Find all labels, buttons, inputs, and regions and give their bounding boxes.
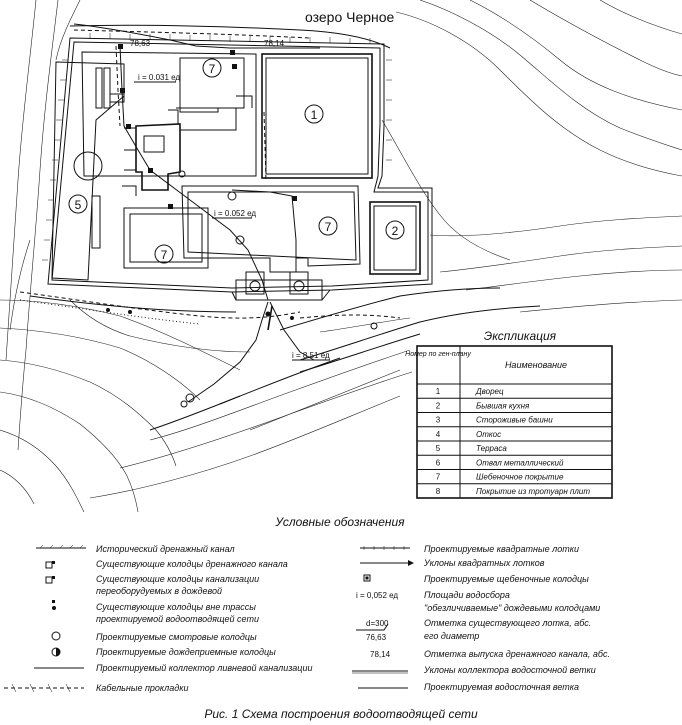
zone-1-palace: 1 [261,53,373,179]
legend-left-6: проектируемой водоотводящей сети [96,614,259,624]
zone-7-north: 7 [81,51,257,177]
south-gate [231,271,331,301]
legend-right-labels: Проектируемые квадратные лотки Уклоны кв… [423,544,610,692]
legend-slope-symbol: i = 0,052 ед [356,591,398,600]
explication-row-num: 1 [436,387,441,396]
legend-level-symbol: 78,14 [370,650,391,659]
legend-left-symbols [4,544,86,693]
zone-2-label: 2 [392,224,399,238]
lake-area: озеро Черное [69,9,395,49]
explication-row-name: Покрытие из тротуарн плит [476,487,590,496]
drainage-network [19,23,541,431]
legend-right-symbols: i = 0,052 ед d=300 76,63 78,14 [352,546,414,689]
legend-left-9: Проектируемый коллектор ливневой канализ… [96,663,312,673]
legend: Условные обозначения Исторический дренаж… [4,515,610,693]
explication-table: Экспликация 1 Дворец 2 Бывшая кухня 3 Сторожи… [405,329,613,499]
legend-pipe-bottom: 76,63 [366,633,387,642]
explication-header-num: Номер по ген-плану [405,351,471,358]
manhole-wells [106,44,378,408]
level-mark-1: 78,63 [130,39,151,48]
explication-row-num: 3 [436,416,441,425]
zone-2-kitchen: 2 [369,201,421,275]
legend-right-6: Отметка существующего лотка, абс. [424,618,591,628]
explication-row-num: 4 [436,430,441,439]
lake-label: озеро Черное [305,9,395,25]
explication-row-name: Стороживые башни [476,416,553,425]
explication-row-num: 8 [436,487,441,496]
legend-right-9: Уклоны коллектора водосточной ветки [423,665,596,675]
legend-left-labels: Исторический дренажный канал Существующи… [96,544,312,693]
zone-7-south-label: 7 [161,248,168,262]
legend-right-7: его диаметр [424,631,479,641]
slope-label-2: i = 0.052 ед [214,209,256,218]
explication-row-name: Откос [476,430,501,439]
explication-header-name: Наименование [505,360,567,370]
legend-right-1: Проектируемые квадратные лотки [424,544,579,554]
legend-right-10: Проектируемая водосточная ветка [424,682,579,692]
zone-7-north-label: 7 [209,62,216,76]
legend-left-1: Исторический дренажный канал [96,544,235,554]
zone-7-east: 7 [181,185,361,273]
slope-label-3: i = 8.51 ед [292,351,330,360]
explication-row-num: 2 [436,401,441,410]
legend-left-5: Существующие колодцы вне трассы [96,602,256,612]
legend-right-3: Проектируемые щебеночные колодцы [424,574,589,584]
site-boundary [42,33,433,293]
legend-left-10: Кабельные прокладки [96,683,189,693]
explication-row-name: Шебеночное покрытие [476,473,564,482]
legend-right-5: "обезличиваемые" дождевыми колодцами [424,603,600,613]
zone-5-label: 5 [75,198,82,212]
slope-label-1: i = 0.031 ед [138,73,180,82]
explication-row-name: Терраса [476,444,507,453]
legend-left-4: переоборудуемых в дождевой [96,586,222,596]
figure-caption: Рис. 1 Схема построения водоотводящей се… [204,707,478,721]
zone-5-terrace: 5 [51,61,125,281]
legend-pipe-top: d=300 [366,619,389,628]
legend-right-4: Площади водосбора [424,590,510,600]
central-building [124,95,253,191]
plan-annotations: i = 0.031 ед i = 0.052 ед i = 8.51 ед 78… [130,39,330,361]
explication-row-name: Отвал металлический [476,458,564,467]
legend-right-2: Уклоны квадратных лотков [423,558,545,568]
explication-row-num: 5 [436,444,441,453]
legend-left-8: Проектируемые дождеприемные колодцы [96,647,276,657]
legend-left-3: Существующие колодцы канализации [96,574,259,584]
explication-row-num: 7 [436,473,441,482]
zone-7-east-label: 7 [325,220,332,234]
legend-left-7: Проектируемые смотровые колодцы [96,632,257,642]
zone-1-label: 1 [311,108,318,122]
zone-7-south: 7 [123,207,209,269]
explication-row-name: Бывшая кухня [476,401,530,410]
legend-title: Условные обозначения [274,515,405,529]
explication-row-name: Дворец [475,387,504,396]
explication-title: Экспликация [484,329,557,343]
legend-left-2: Существующие колодцы дренажного канала [96,559,288,569]
level-mark-2: 78,14 [264,39,285,48]
terrain-contours [0,0,682,513]
legend-right-8: Отметка выпуска дренажного канала, абс. [424,649,610,659]
explication-row-num: 6 [436,458,441,467]
